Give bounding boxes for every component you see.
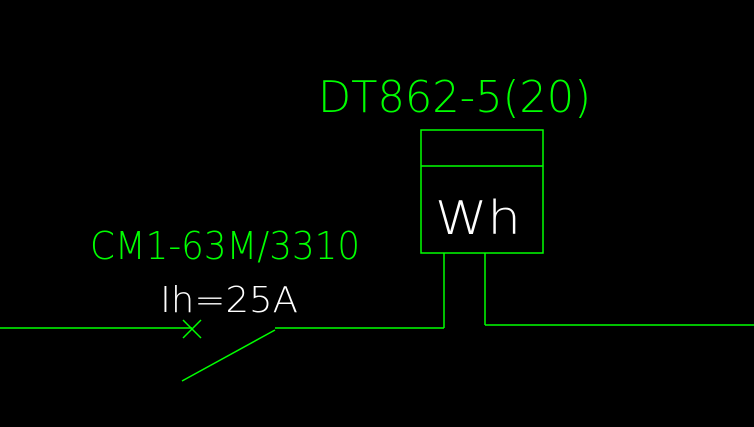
breaker-rating-label: Ih=25A <box>160 280 298 321</box>
meter-box <box>420 129 544 254</box>
breaker-blade <box>181 329 276 382</box>
circuit-lines <box>0 129 754 382</box>
meter-symbol-label: Wh <box>435 191 521 245</box>
breaker-cross-b <box>182 319 202 339</box>
meter-model-label: DT862-5(20) <box>318 72 591 123</box>
breaker-model-label: CM1-63M/3310 <box>90 224 360 268</box>
